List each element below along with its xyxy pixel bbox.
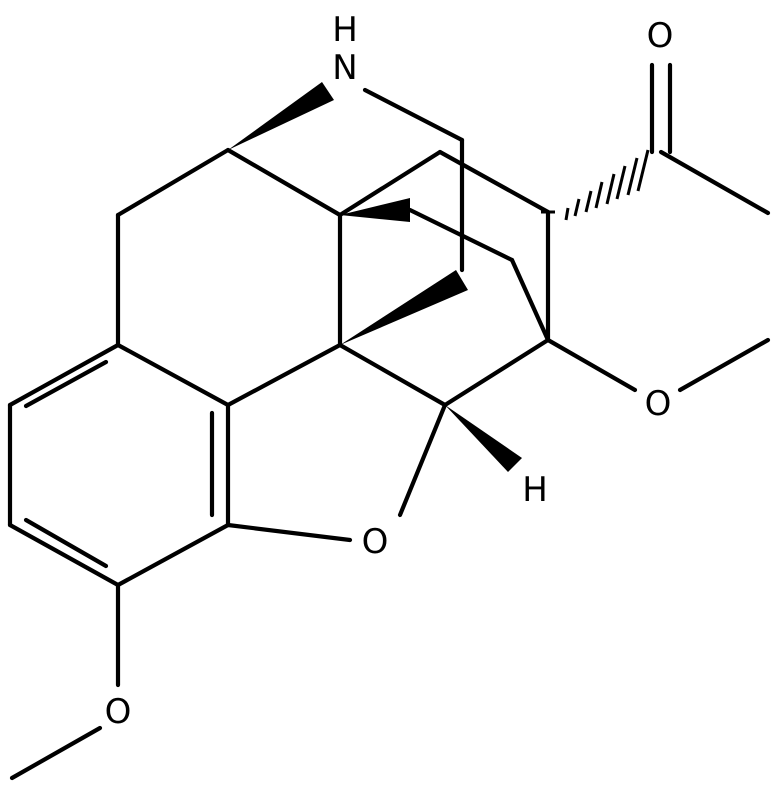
hash-line [626, 157, 639, 196]
hash-line [573, 198, 581, 217]
wedge-bond [340, 270, 468, 345]
bond [115, 147, 231, 218]
bond [7, 342, 121, 408]
atom-label-methoxy-o: O [645, 384, 672, 424]
bond [442, 337, 551, 408]
bond-lines [7, 62, 771, 781]
hashed-wedge-bond [541, 149, 650, 221]
atom-label-n: N [332, 48, 357, 88]
bond [407, 207, 515, 263]
bond [23, 517, 109, 569]
hash-line [636, 149, 650, 192]
wedge-bond [445, 405, 522, 472]
hash-line [594, 181, 604, 209]
bond [115, 342, 231, 408]
bond [677, 337, 771, 393]
bond [115, 522, 231, 588]
atom-label-methoxy-o: O [105, 692, 132, 732]
bond [225, 147, 343, 218]
atom-label-h: H [332, 10, 358, 50]
atom-label-ring-o: O [362, 522, 389, 562]
hash-line [564, 207, 570, 221]
bond [509, 257, 551, 343]
bond [225, 522, 353, 543]
atom-labels: N H O O O O H [105, 10, 674, 732]
wedge-bond [340, 198, 410, 222]
bond [225, 342, 343, 408]
atom-label-stereo-h: H [522, 470, 548, 510]
bond [362, 87, 465, 143]
hash-line [584, 190, 593, 213]
atom-label-carbonyl-o: O [647, 16, 674, 56]
hash-line [605, 173, 616, 205]
stereo-wedges [228, 82, 522, 472]
bond [397, 402, 448, 518]
hash-line [615, 165, 627, 200]
bond [23, 359, 109, 409]
bond [545, 337, 638, 393]
wedge-bond [228, 82, 334, 150]
bond [658, 149, 771, 216]
bond [9, 725, 103, 781]
bond [337, 149, 443, 218]
bond [7, 522, 121, 588]
bond [437, 149, 551, 215]
bond [337, 342, 448, 408]
